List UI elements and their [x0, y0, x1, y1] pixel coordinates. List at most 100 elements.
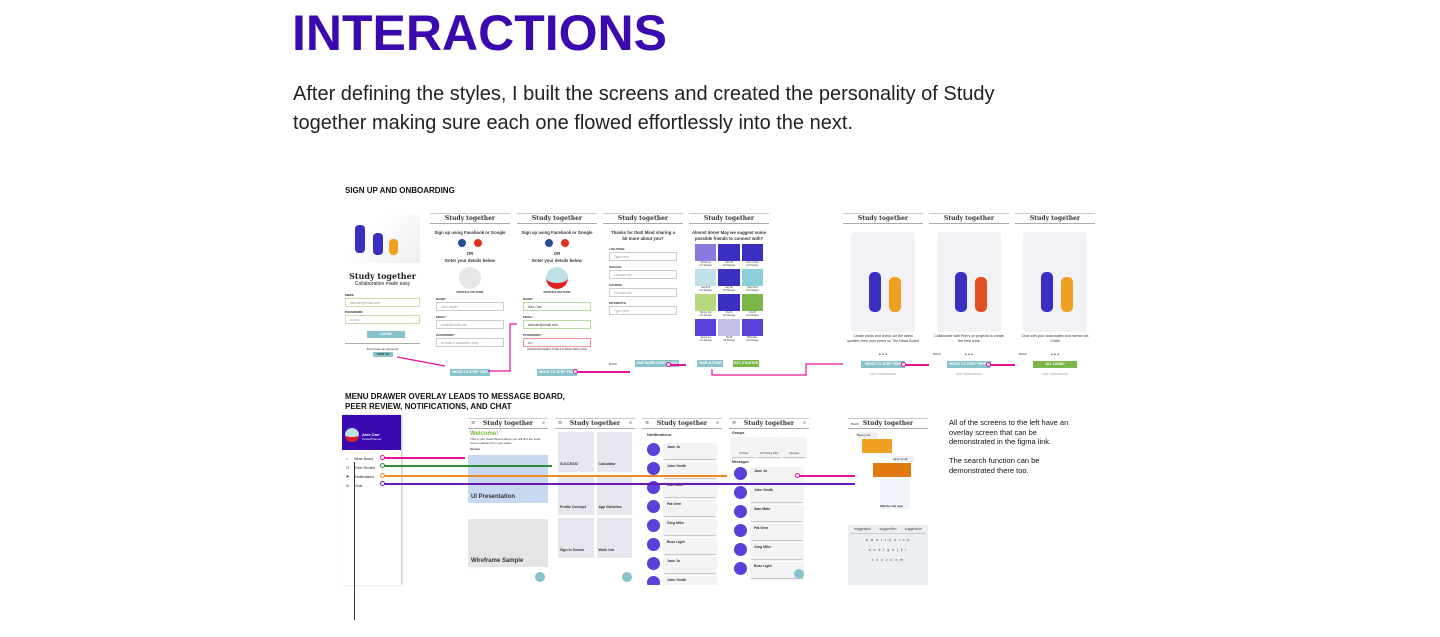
drawer-item-chat[interactable]: ✉Chat — [346, 483, 363, 488]
group-card[interactable]: Humans — [782, 437, 806, 457]
login-button[interactable]: LOGIN — [367, 331, 405, 338]
suggestion[interactable]: suggestion — [904, 527, 922, 531]
drawer-item-peer-review[interactable]: ☷Peer Review — [346, 465, 375, 470]
back-link[interactable]: BACK — [1019, 352, 1028, 356]
back-link[interactable]: BACK — [933, 352, 942, 356]
peer-review-tile[interactable]: Work Out — [596, 518, 632, 558]
next-step-button[interactable]: MOVE TO STEP TWO — [450, 369, 490, 376]
facebook-icon[interactable] — [458, 238, 466, 247]
google-icon[interactable] — [561, 238, 569, 247]
search-icon[interactable]: ⌕ — [629, 420, 632, 426]
search-icon[interactable]: ⌕ — [542, 420, 545, 426]
page-dots: • • • — [878, 352, 888, 358]
skip-onboarding-link[interactable]: SKIP ONBOARDING — [955, 372, 983, 376]
peer-review-tile[interactable]: Sign in Screen — [558, 518, 594, 558]
email-field[interactable]: alexcarr@email.com — [345, 298, 420, 307]
password-label: PASSWORD* — [523, 332, 542, 337]
flow-arrow — [575, 371, 630, 373]
google-icon[interactable] — [474, 238, 482, 247]
email-field[interactable]: email@email.com — [436, 319, 504, 329]
drawer-item-notifications[interactable]: ⚑Notifications — [346, 474, 375, 479]
next-step-button[interactable]: MOVE TO STEP TWO — [537, 369, 577, 376]
notification-item[interactable]: Jane Jo — [647, 443, 716, 459]
back-link[interactable]: BACK — [609, 362, 618, 366]
notification-item[interactable]: Greg Mike — [647, 519, 716, 535]
profile-field[interactable]: Type here... — [609, 306, 677, 315]
drawer-item-icon: ✉ — [346, 483, 349, 488]
news-post[interactable]: Wireframe Sample — [468, 519, 548, 567]
suggestion[interactable]: suggestion — [879, 527, 897, 531]
search-icon[interactable]: ⌕ — [803, 420, 806, 426]
notification-item[interactable]: John Smith — [647, 576, 716, 585]
tour-next-button[interactable]: MOVE TO STEP TWO — [861, 361, 905, 368]
peer-review-tile[interactable]: Calculator — [596, 432, 632, 472]
menu-icon[interactable]: ≡ — [645, 420, 650, 426]
facebook-icon[interactable] — [545, 238, 553, 247]
group-card[interactable]: UI Crew — [732, 437, 756, 457]
name-field[interactable]: John Smith — [436, 301, 504, 311]
user-name: Alex Carr — [362, 432, 380, 437]
peer-review-tile[interactable]: SUCCESS! — [558, 432, 594, 472]
password-field[interactable]: At least 8 characters long — [436, 337, 504, 347]
get-started-button[interactable]: GET STARTED — [733, 360, 759, 367]
notification-item[interactable]: Buzz Light — [647, 538, 716, 554]
menu-icon[interactable]: ≡ — [732, 420, 737, 426]
tour-next-button[interactable]: ALL DONE! — [1033, 361, 1077, 368]
message-item[interactable]: Jane Jo — [734, 467, 803, 483]
profile-picture[interactable] — [546, 266, 568, 289]
menu-icon[interactable]: ≡ — [558, 420, 563, 426]
password-field[interactable]: •••••••• — [345, 315, 420, 324]
group-card[interactable]: UX Testing Pals — [757, 437, 781, 457]
menu-icon[interactable]: ≡ — [471, 420, 476, 426]
profile-picture[interactable] — [459, 266, 481, 289]
name-field[interactable]: Alex Carr — [523, 301, 591, 311]
flow-arrow-start — [901, 362, 906, 367]
message-item[interactable]: Greg Mike — [734, 543, 803, 559]
suggestion[interactable]: suggestion — [854, 527, 872, 531]
avatar — [647, 538, 660, 551]
skip-onboarding-link[interactable]: SKIP ONBOARDING — [869, 372, 897, 376]
next-step-button[interactable]: ONE MORE STEP TO GO — [635, 360, 679, 367]
search-icon[interactable]: ⌕ — [716, 420, 719, 426]
email-field[interactable]: alexcarr@email.com — [523, 319, 591, 329]
notification-item[interactable]: Jane Jo — [647, 557, 716, 573]
news-post[interactable]: UI Presentation — [468, 455, 548, 503]
add-fab[interactable] — [535, 572, 545, 582]
message-item[interactable]: Buzz Light — [734, 562, 803, 578]
profile-field[interactable]: Choose one — [609, 288, 677, 297]
add-fab[interactable] — [794, 569, 804, 579]
message-item[interactable]: John Smith — [734, 486, 803, 502]
add-fab[interactable] — [622, 572, 632, 582]
back-link[interactable]: BACK — [851, 422, 860, 426]
password-field[interactable]: •••• — [523, 337, 591, 347]
take-tour-button[interactable]: TAKE A TOUR — [697, 360, 723, 367]
notification-item[interactable]: John Smith — [647, 462, 716, 478]
wander-app-card[interactable]: Wander the App — [880, 479, 910, 509]
app-title: Study together — [569, 420, 621, 427]
notification-item[interactable]: Pat Gem — [647, 500, 716, 516]
profile-field[interactable]: Choose one — [609, 270, 677, 279]
peer-review-tile[interactable]: App Sketches — [596, 475, 632, 515]
signup-button[interactable]: SIGN UP — [373, 352, 393, 357]
drawer-item-news-board[interactable]: ⌂News Board — [346, 456, 374, 461]
tour-next-button[interactable]: MOVE TO STEP THREE — [947, 361, 991, 368]
profile-field[interactable]: Type here... — [609, 252, 677, 261]
message-item[interactable]: Sam Mate — [734, 505, 803, 521]
peer-review-tile[interactable]: Profile Concept — [558, 475, 594, 515]
message-item[interactable]: Pat Gem — [734, 524, 803, 540]
skip-onboarding-link[interactable]: SKIP ONBOARDING — [1041, 372, 1069, 376]
